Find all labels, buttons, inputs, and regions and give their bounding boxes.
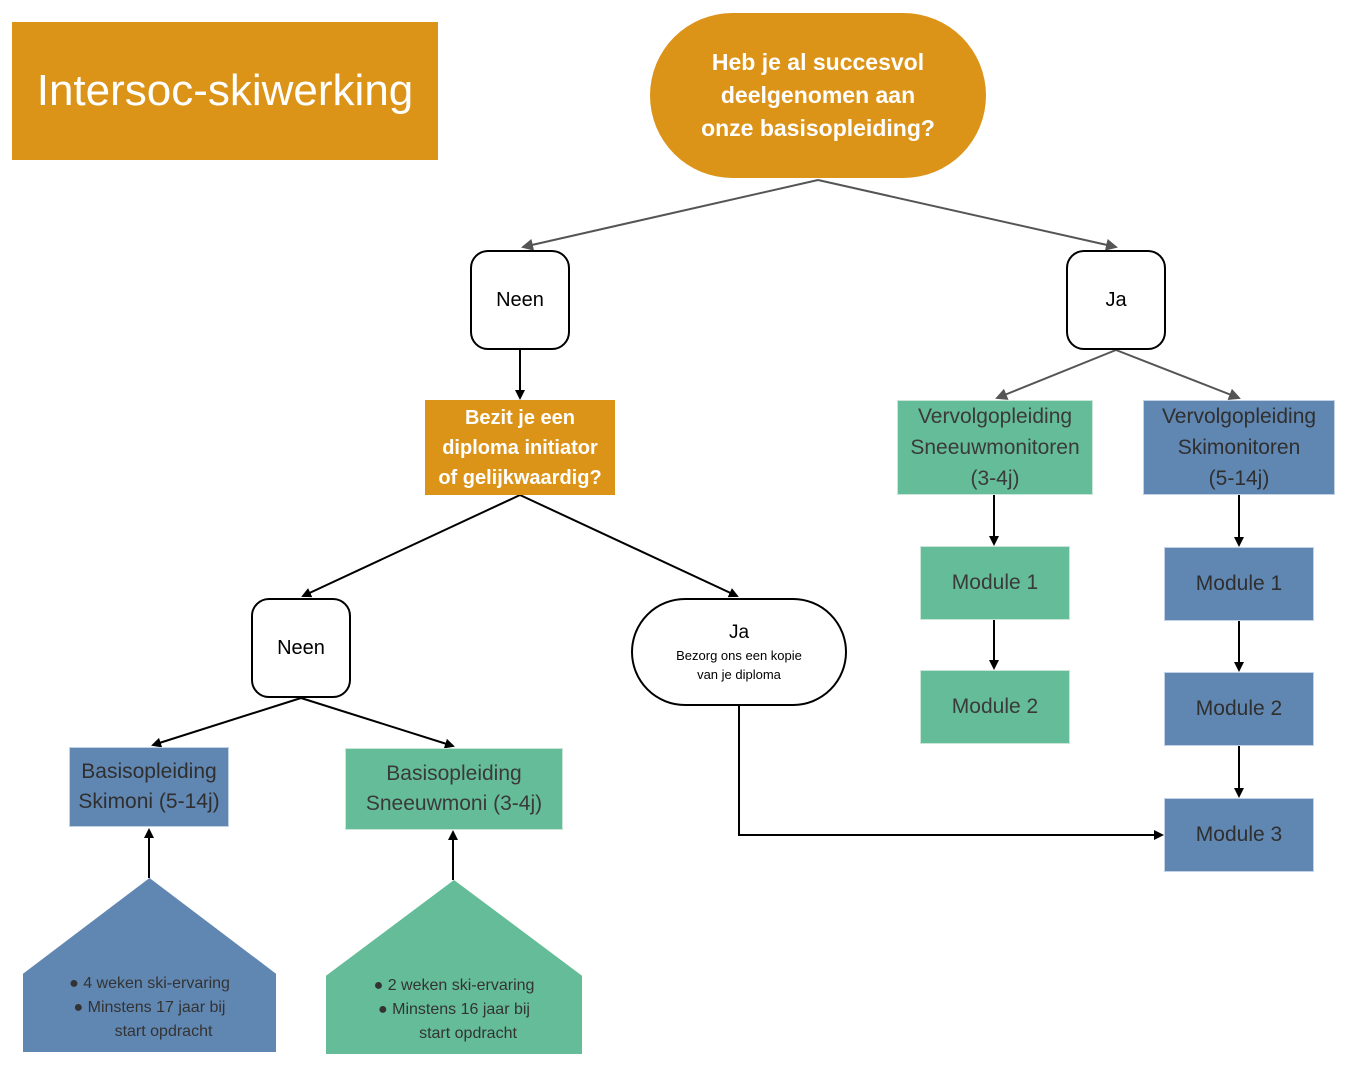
connector-no-to-basic-ski: [151, 697, 302, 748]
follow-up-ski-line-3: (5-14j): [1208, 467, 1270, 490]
snow-module-2-label: Module 2: [951, 695, 1039, 718]
snow-module-2: Module 2: [920, 670, 1070, 744]
basic-training-ski-line-2: Skimoni (5-14j): [78, 790, 220, 813]
follow-up-snow-line-2: Sneeuwmonitoren: [910, 436, 1080, 459]
connector-q1-to-no: [521, 179, 819, 251]
requirement-ski-experience: ● 4 weken ski-ervaring: [69, 975, 230, 992]
answer-no-diploma-label: Neen: [277, 636, 325, 659]
ski-module-3-label: Module 3: [1195, 823, 1283, 846]
ski-module-2-label: Module 2: [1195, 697, 1283, 720]
answer-yes-diploma-label: Ja: [728, 622, 750, 643]
question-initiator-diploma: Bezit je een diploma initiator of gelijk…: [425, 400, 615, 495]
connector-q1-to-yes: [817, 179, 1118, 251]
connector-q2-to-yes: [519, 494, 739, 598]
requirement-snow-experience: ● 2 weken ski-ervaring: [373, 977, 535, 994]
follow-up-ski-monitors: Vervolgopleiding Skimonitoren (5-14j): [1143, 400, 1335, 495]
question-basic-training-line-2: deelgenomen aan: [720, 82, 916, 108]
basic-training-ski: Basisopleiding Skimoni (5-14j): [69, 747, 229, 827]
ski-module-2: Module 2: [1164, 672, 1314, 746]
answer-yes-diploma: Ja Bezorg ons een kopie van je diploma: [631, 598, 847, 706]
requirements-ski: ● 4 weken ski-ervaring ● Minstens 17 jaa…: [23, 878, 276, 1052]
answer-yes-diploma-note-line-2: van je diploma: [697, 667, 781, 682]
requirement-ski-experience-text: 4 weken ski-ervaring: [83, 975, 230, 992]
answer-yes-label: Ja: [1105, 288, 1127, 311]
question-basic-training-line-3: onze basisopleiding?: [701, 115, 935, 141]
basic-training-snow-line-2: Sneeuwmoni (3-4j): [365, 792, 543, 815]
basic-training-snow-line-1: Basisopleiding: [386, 762, 522, 785]
question-basic-training: Heb je al succesvol deelgenomen aan onze…: [650, 13, 986, 178]
follow-up-ski-line-2: Skimonitoren: [1177, 436, 1301, 459]
basic-training-snow: Basisopleiding Sneeuwmoni (3-4j): [345, 748, 563, 830]
answer-no-diploma: Neen: [251, 598, 351, 698]
follow-up-ski-line-1: Vervolgopleiding: [1161, 405, 1317, 428]
connector-yes-to-follow-ski: [1115, 349, 1241, 400]
snow-module-1: Module 1: [920, 546, 1070, 620]
follow-up-snow-line-3: (3-4j): [970, 467, 1020, 490]
requirement-snow-experience-text: 2 weken ski-ervaring: [387, 977, 535, 994]
answer-no-basic-training: Neen: [470, 250, 570, 350]
answer-yes-basic-training: Ja: [1066, 250, 1166, 350]
requirement-snow-age-continued: start opdracht: [419, 1025, 517, 1042]
connector-no-to-basic-snow: [300, 697, 455, 749]
requirement-ski-age-continued: start opdracht: [114, 1023, 213, 1040]
connector-q2-to-no: [301, 494, 521, 598]
diagram-title: Intersoc-skiwerking: [12, 22, 438, 160]
requirements-snow: ● 2 weken ski-ervaring ● Minstens 16 jaa…: [326, 880, 582, 1054]
requirement-snow-age: ● Minstens 16 jaar bij: [378, 1001, 530, 1018]
answer-no-label: Neen: [496, 288, 544, 311]
requirement-ski-age: ● Minstens 17 jaar bij: [73, 999, 226, 1016]
question-initiator-diploma-line-1: Bezit je een: [464, 406, 576, 429]
ski-module-1-label: Module 1: [1195, 572, 1283, 595]
requirement-snow-age-text: Minstens 16 jaar bij: [392, 1001, 530, 1018]
requirement-ski-age-text: Minstens 17 jaar bij: [87, 999, 226, 1016]
follow-up-snow-line-1: Vervolgopleiding: [917, 405, 1073, 428]
ski-module-3: Module 3: [1164, 798, 1314, 872]
ski-module-1: Module 1: [1164, 547, 1314, 621]
question-initiator-diploma-line-2: diploma initiator: [442, 436, 598, 459]
basic-training-ski-line-1: Basisopleiding: [81, 760, 217, 783]
question-initiator-diploma-line-3: of gelijkwaardig?: [438, 466, 602, 489]
diagram-title-text: Intersoc-skiwerking: [36, 66, 414, 115]
snow-module-1-label: Module 1: [951, 571, 1039, 594]
follow-up-snow-monitors: Vervolgopleiding Sneeuwmonitoren (3-4j): [897, 400, 1093, 495]
question-basic-training-line-1: Heb je al succesvol: [711, 49, 925, 75]
answer-yes-diploma-note-line-1: Bezorg ons een kopie: [676, 648, 802, 663]
connector-yes-to-follow-snow: [995, 349, 1117, 400]
